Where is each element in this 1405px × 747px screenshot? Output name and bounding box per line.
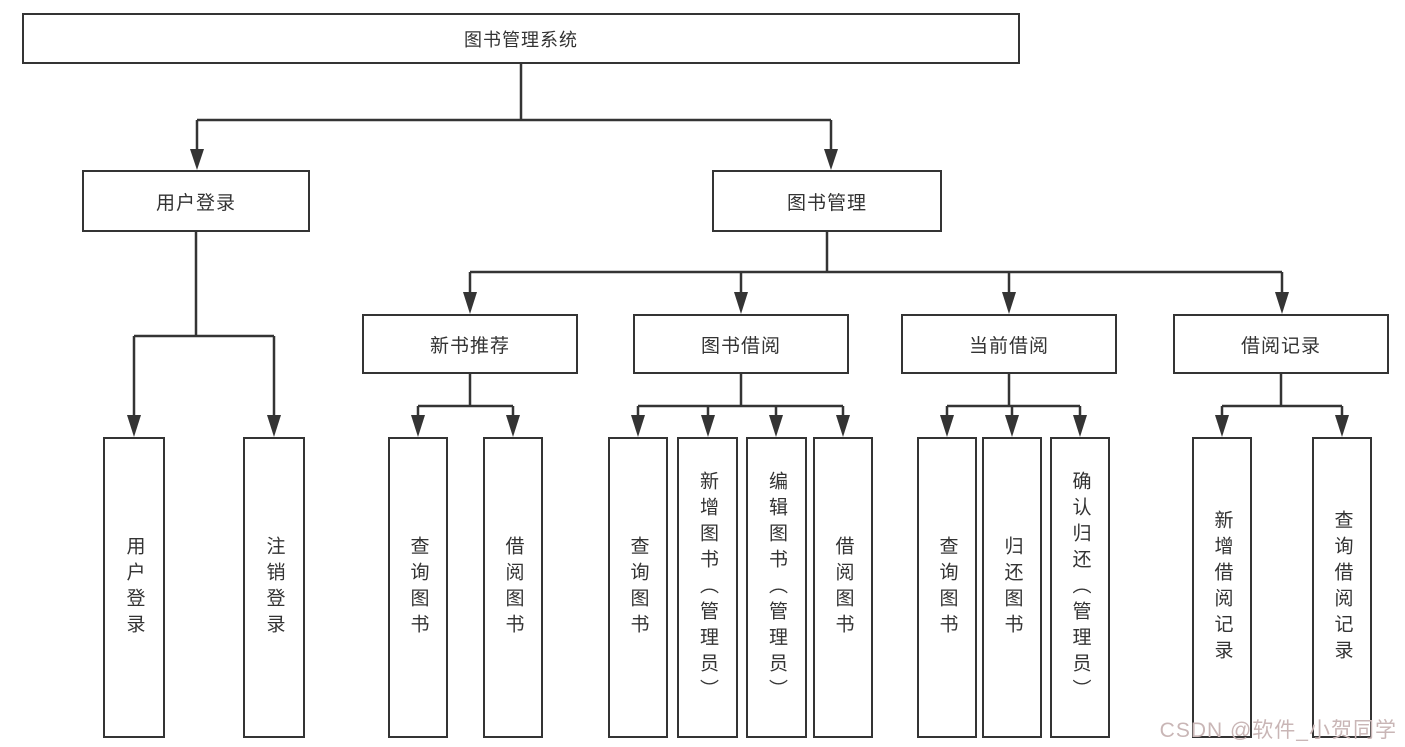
leaf-label: 借阅图书 [502,535,524,640]
leaf-label: 查询图书 [627,535,649,640]
leaf-label: 确认归还（管理员） [1069,470,1091,705]
node-user-login: 用户登录 [82,170,310,232]
node-label: 图书管理 [786,192,867,214]
node-book-borrow: 图书借阅 [633,314,849,374]
leaf-label: 查询图书 [407,535,429,640]
leaf-borrow-add-books-admin: 新增图书（管理员） [677,437,738,738]
node-root-system: 图书管理系统 [22,13,1020,64]
tree-edges [132,64,1344,417]
leaf-current-confirm-return-admin: 确认归还（管理员） [1050,437,1110,738]
leaf-label: 新增图书（管理员） [697,470,718,705]
leaf-label: 归还图书 [1001,535,1023,640]
node-borrow-records: 借阅记录 [1173,314,1389,374]
leaf-logout: 注销登录 [243,437,305,738]
leaf-label: 编辑图书（管理员） [766,470,787,705]
node-label: 图书管理系统 [464,29,578,50]
arrowheads [127,149,1349,437]
leaf-newbook-query-books: 查询图书 [388,437,448,738]
node-new-book-recommend: 新书推荐 [362,314,578,374]
node-label: 当前借阅 [968,335,1049,357]
leaf-label: 用户登录 [123,535,145,640]
leaf-label: 查询借阅记录 [1331,509,1353,666]
leaf-current-query-books: 查询图书 [917,437,977,738]
node-current-borrow: 当前借阅 [901,314,1117,374]
node-book-management: 图书管理 [712,170,942,232]
leaf-label: 注销登录 [263,535,285,640]
leaf-borrow-edit-books-admin: 编辑图书（管理员） [746,437,807,738]
node-label: 用户登录 [155,192,236,214]
leaf-records-add-record: 新增借阅记录 [1192,437,1252,738]
leaf-label: 新增借阅记录 [1211,509,1233,666]
leaf-borrow-query-books: 查询图书 [608,437,668,738]
csdn-watermark: CSDN @软件_小贺同学 [1159,719,1397,742]
node-label: 借阅记录 [1240,335,1321,357]
leaf-records-query-record: 查询借阅记录 [1312,437,1372,738]
node-label: 新书推荐 [429,335,510,357]
leaf-current-return-books: 归还图书 [982,437,1042,738]
leaf-label: 查询图书 [936,535,958,640]
node-label: 图书借阅 [700,335,781,357]
leaf-label: 借阅图书 [832,535,854,640]
leaf-borrow-borrow-books: 借阅图书 [813,437,873,738]
leaf-user-login: 用户登录 [103,437,165,738]
leaf-newbook-borrow-books: 借阅图书 [483,437,543,738]
